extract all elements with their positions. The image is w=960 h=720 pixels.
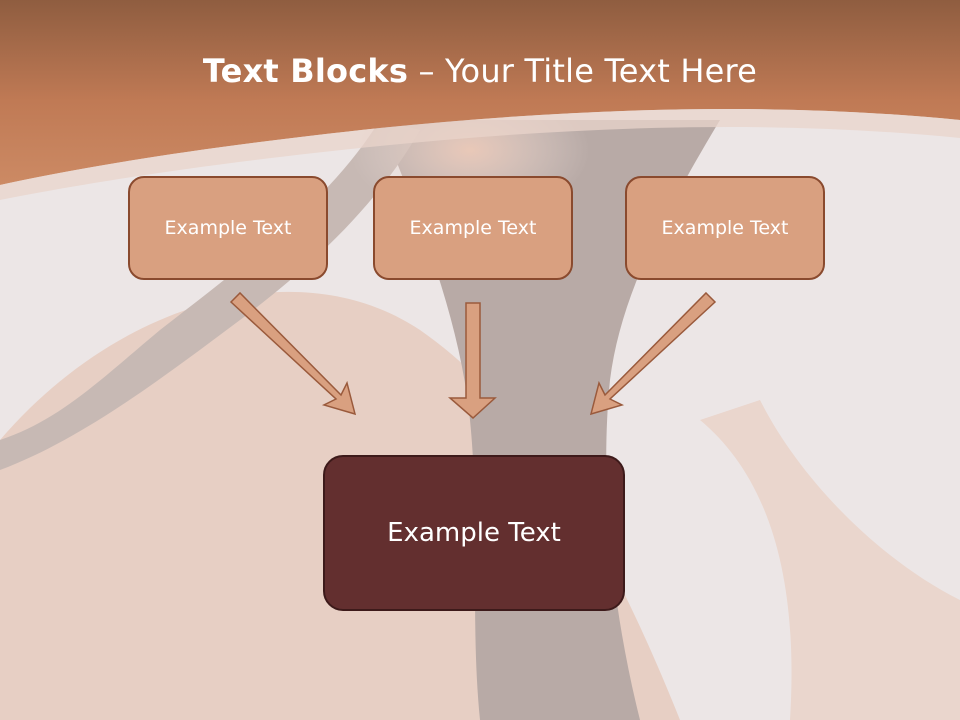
title-bold: Text Blocks	[202, 52, 409, 90]
text-block-center: Example Text	[373, 176, 573, 280]
slide-title: Text Blocks – Your Title Text Here	[0, 52, 960, 90]
arrow-center	[447, 302, 497, 420]
text-block-left: Example Text	[128, 176, 328, 280]
arrow-left	[229, 291, 357, 416]
text-block-right: Example Text	[625, 176, 825, 280]
text-block-bottom: Example Text	[323, 455, 625, 611]
arrow-right	[589, 291, 717, 416]
title-rest: – Your Title Text Here	[408, 52, 758, 90]
